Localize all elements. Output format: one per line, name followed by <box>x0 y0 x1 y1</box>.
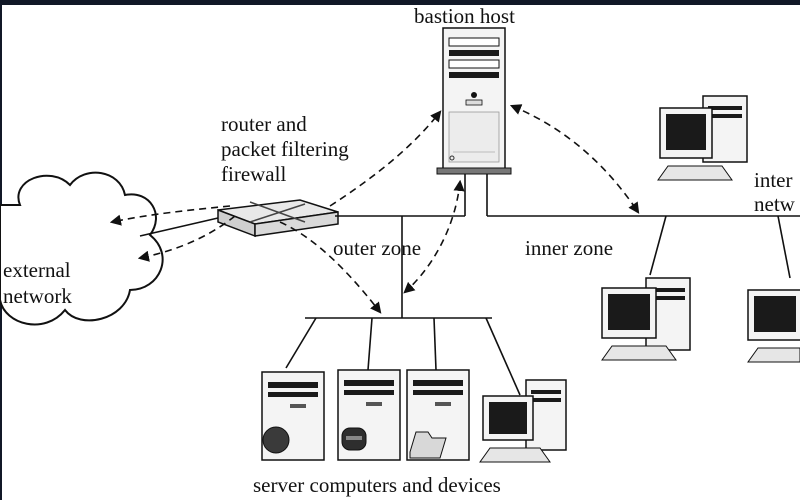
router-label-line2: packet filtering <box>221 137 349 161</box>
bastion-server-icon <box>436 27 512 175</box>
workstation-icon <box>657 95 748 181</box>
outer-zone-label: outer zone <box>333 236 422 260</box>
router-icon <box>217 199 339 238</box>
folder-icon <box>409 431 447 459</box>
inner-zone-label: inner zone <box>525 236 614 260</box>
workstation-icon <box>747 289 800 363</box>
workstation-icon <box>601 277 691 361</box>
frame-top-border <box>0 0 800 5</box>
cloud-icon <box>0 171 164 326</box>
router-label-line3: firewall <box>221 162 287 186</box>
router-label-line1: router and <box>221 112 307 136</box>
traffic-arrows <box>109 104 640 314</box>
external-network-label-line1: external <box>3 258 71 282</box>
workstation-icon <box>479 379 567 463</box>
internal-network-label-line1: inter <box>754 168 793 192</box>
mailbox-icon <box>341 427 367 451</box>
external-network-label-line2: network <box>3 284 72 308</box>
bastion-host-label: bastion host <box>414 4 515 28</box>
internal-network-label-line2: netw <box>754 192 795 216</box>
network-links <box>139 172 800 396</box>
servers-caption: server computers and devices <box>253 473 501 497</box>
globe-icon <box>262 426 290 454</box>
server-icon <box>261 371 325 461</box>
